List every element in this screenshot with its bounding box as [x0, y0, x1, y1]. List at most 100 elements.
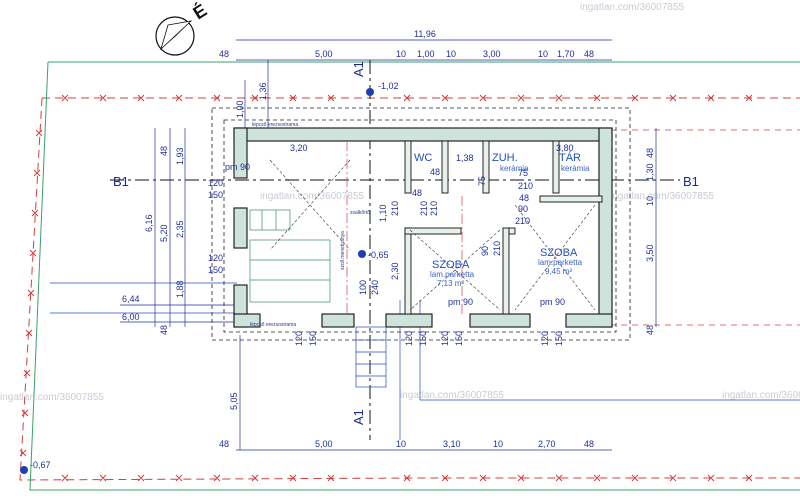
- left-dimension-lines: [120, 60, 269, 450]
- inner-dim: 3,20: [290, 143, 308, 153]
- eave-outline: [223, 119, 617, 333]
- level-inner: -0,65: [368, 250, 389, 260]
- top-dim-5: 10: [446, 49, 456, 59]
- north-arrow-icon: É: [155, 0, 210, 56]
- bottom-dim-1: 48: [219, 439, 229, 449]
- room-zuh: ZUH.: [492, 152, 518, 164]
- section-b-left: B1: [113, 174, 129, 189]
- watermark-plan: ingatlan.com/36007855: [260, 191, 364, 202]
- left-dim-d3: 6,00: [122, 312, 140, 322]
- left-dim-d6: 5,20: [159, 224, 169, 242]
- inner-dim: 240: [370, 280, 380, 295]
- inner-dim: 3,80: [556, 143, 574, 153]
- note-2: zsalkőrtő: [350, 210, 370, 216]
- entrance-stairs: [355, 326, 387, 388]
- inner-dim: 150: [208, 265, 223, 275]
- inner-dim: 210: [518, 181, 533, 191]
- roof-outline: [211, 107, 631, 341]
- inner-dim: pm 90: [540, 297, 565, 307]
- left-dim-d5: 1,93: [175, 147, 185, 165]
- top-dim-4: 1,00: [417, 49, 435, 59]
- inner-dim: 210: [515, 216, 530, 226]
- living-room-furniture: [249, 209, 331, 303]
- bottom-dim-4: 3,10: [443, 439, 461, 449]
- right-dim-e: 48: [645, 325, 655, 335]
- inner-dim: 210: [429, 201, 439, 216]
- note-4: lépcső erezsostrama: [250, 322, 296, 328]
- watermark-plan-right: ingatlan.com/36007855: [610, 191, 714, 202]
- section-a-bottom: A1: [351, 409, 366, 425]
- watermark-mid: ingatlan.com/36007855: [400, 390, 504, 401]
- inner-dim: 2,30: [390, 262, 400, 280]
- room-szoba-1: SZOBA: [432, 259, 470, 271]
- room-szoba-2: SZOBA: [540, 247, 578, 259]
- top-dimension-lines: [236, 39, 612, 61]
- inner-dim: 48: [430, 167, 440, 177]
- room-tar-floor: kerámia: [561, 164, 590, 173]
- top-dim-8: 1,70: [557, 49, 575, 59]
- boundary-crosses: [19, 94, 753, 482]
- inner-dim: 100: [358, 280, 368, 295]
- top-dim-7: 10: [538, 49, 548, 59]
- inner-dim: 1,10: [378, 204, 388, 222]
- watermark-left: ingatlan.com/36007855: [0, 392, 104, 403]
- top-dim-total: 11,96: [414, 29, 436, 39]
- room-szoba-1-area: 7,13 m²: [437, 279, 464, 288]
- inner-dim: 150: [554, 331, 564, 346]
- watermark-right: ingatlan.com/36007855: [722, 390, 800, 401]
- inner-dim: 210: [419, 201, 429, 216]
- level-bottom: -0,67: [30, 460, 51, 470]
- left-dim-d1: 6,16: [144, 214, 154, 232]
- inner-dim: 210: [390, 201, 400, 216]
- inner-dim: 90: [480, 246, 490, 256]
- top-dim-2: 5,00: [315, 49, 333, 59]
- room-szoba-2-area: 9,45 m²: [545, 267, 572, 276]
- left-dim-d10: 1,00: [235, 100, 245, 118]
- room-wc: WC: [414, 152, 432, 164]
- left-dim-d8: 1,88: [175, 280, 185, 298]
- inner-dim: 75: [518, 168, 528, 178]
- right-dim-d: 3,50: [645, 244, 655, 262]
- section-a-top: A1: [351, 61, 366, 77]
- inner-dim: 120: [294, 331, 304, 346]
- inner-dim: 75: [477, 176, 487, 186]
- room-szoba-2-floor: lam.parketta: [538, 258, 583, 267]
- inner-dim: 150: [454, 331, 464, 346]
- inner-dimensions: 3,20 1,38 3,80 120 150 120 150 75 75 210…: [208, 143, 574, 346]
- diagonal-hatches: [269, 159, 596, 311]
- room-tar: TÁR: [559, 151, 581, 164]
- inner-dim: 120: [208, 178, 223, 188]
- watermark-top: ingatlan.com/36007855: [580, 2, 684, 13]
- note-door-direction-1: szoll.menetiránya: [340, 231, 346, 270]
- inner-dim: 150: [308, 331, 318, 346]
- right-dim-b: 1,30: [645, 163, 655, 181]
- left-dim-d9: 48: [159, 325, 169, 335]
- left-dim-d12: 5,05: [229, 392, 239, 410]
- inner-dim: 48: [412, 188, 422, 198]
- inner-dim: 120: [440, 331, 450, 346]
- inner-dim: 90: [518, 204, 528, 214]
- inner-dim: 1,38: [456, 153, 474, 163]
- top-dim-6: 3,00: [483, 49, 501, 59]
- level-top: -1,02: [378, 81, 399, 91]
- bottom-dim-2: 5,00: [315, 439, 333, 449]
- inner-dim: pm 90: [225, 162, 250, 172]
- bottom-dim-7: 48: [584, 439, 594, 449]
- bottom-dim-3: 10: [396, 439, 406, 449]
- inner-dim: 210: [492, 241, 502, 256]
- plot-boundary-green: [29, 61, 800, 491]
- section-axes: [110, 60, 680, 440]
- room-zuh-floor: kerámia: [500, 164, 529, 173]
- inner-dim: 150: [208, 190, 223, 200]
- inner-dim: 120: [208, 253, 223, 263]
- inner-dim: 150: [418, 331, 428, 346]
- inner-dim: 120: [404, 331, 414, 346]
- bottom-dim-5: 10: [493, 439, 503, 449]
- level-marks: -1,02 -0,65 -0,67: [20, 81, 399, 474]
- exterior-walls: [233, 127, 613, 328]
- top-dim-3: 10: [396, 49, 406, 59]
- north-label: É: [189, 0, 210, 23]
- left-dim-d11: 1,36: [258, 82, 268, 100]
- left-dim-d7: 2,35: [175, 220, 185, 238]
